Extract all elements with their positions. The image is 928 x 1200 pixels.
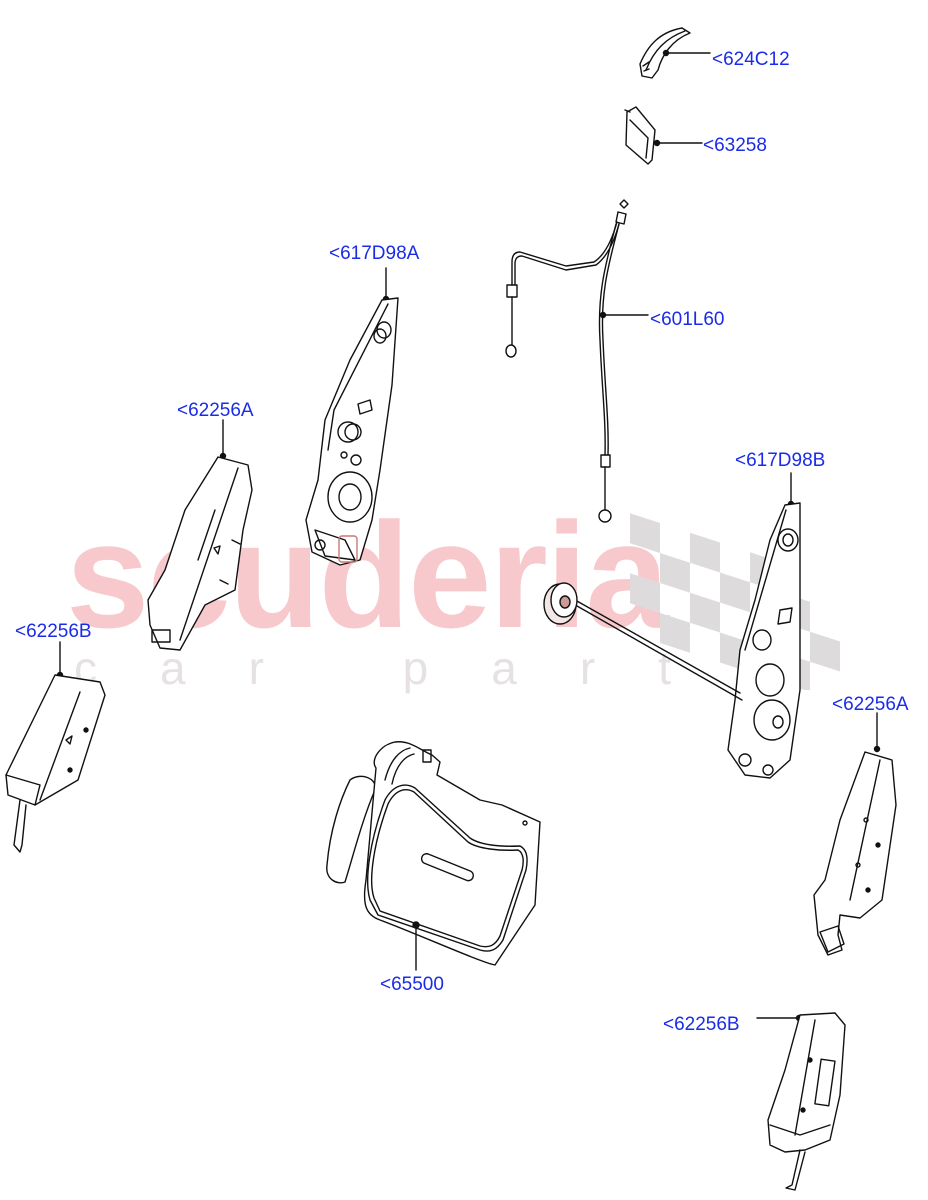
- recliner-cover-lower-right-part[interactable]: [756, 1012, 846, 1191]
- callout-617D98A[interactable]: <617D98A: [329, 243, 420, 264]
- handle-bezel-part[interactable]: [624, 106, 703, 165]
- recliner-mechanism-left-part[interactable]: [305, 267, 399, 566]
- callout-62256A-left[interactable]: <62256A: [177, 400, 254, 421]
- callout-617D98B[interactable]: <617D98B: [735, 450, 826, 471]
- callout-62256A-right[interactable]: <62256A: [832, 694, 909, 715]
- recliner-cover-right-part[interactable]: [813, 712, 897, 956]
- callout-63258[interactable]: <63258: [703, 135, 767, 156]
- recliner-cover-lower-left-part[interactable]: [5, 641, 106, 853]
- callout-624C12[interactable]: <624C12: [712, 49, 790, 70]
- release-handle-part[interactable]: [639, 27, 711, 79]
- lumbar-support-part[interactable]: [326, 741, 541, 971]
- watermark-car-parts: car parts: [74, 642, 820, 694]
- recliner-mechanism-right-part[interactable]: [543, 472, 801, 779]
- callout-62256B-right[interactable]: <62256B: [663, 1014, 740, 1035]
- release-cable-part[interactable]: [505, 199, 649, 523]
- recliner-cover-left-part[interactable]: [147, 419, 253, 651]
- callout-601L60[interactable]: <601L60: [650, 309, 725, 330]
- callout-62256B-left[interactable]: <62256B: [15, 621, 92, 642]
- callout-65500[interactable]: <65500: [380, 974, 444, 995]
